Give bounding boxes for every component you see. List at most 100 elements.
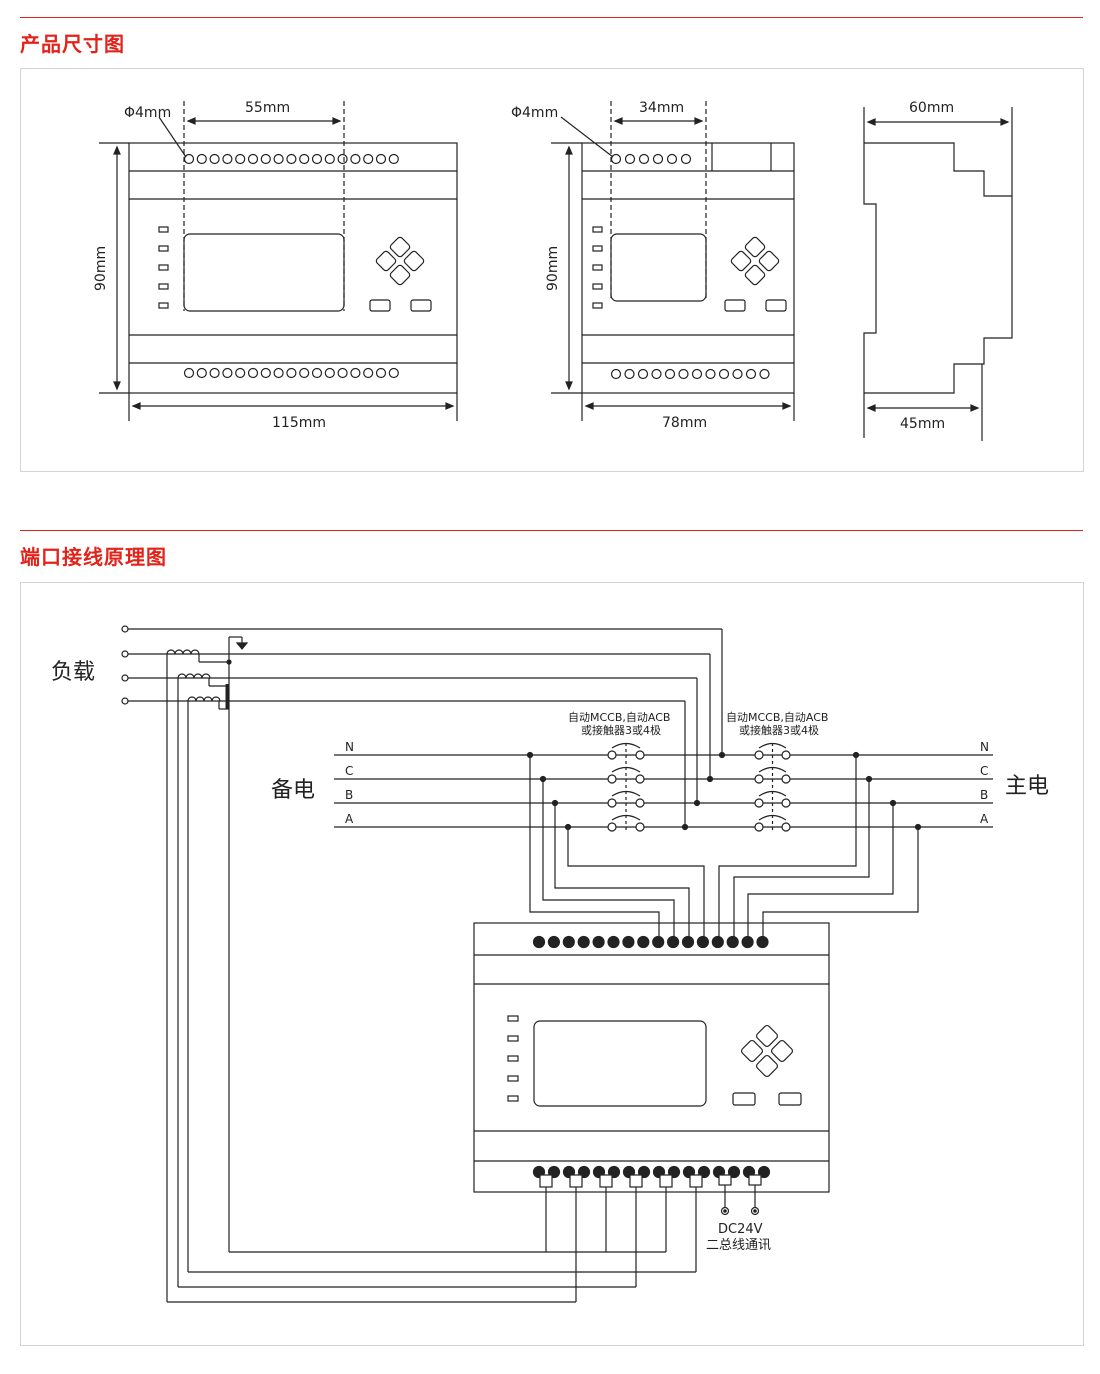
terminal-hole: [196, 367, 207, 379]
side-depth-label: 60mm: [909, 100, 954, 116]
controller-terminal: [532, 935, 546, 949]
phase-label-left: C: [345, 764, 353, 778]
sampling-wires: [526, 751, 922, 941]
narrow-pitch-label: 34mm: [639, 100, 684, 116]
narrow-height-label: 90mm: [545, 246, 561, 291]
terminal-hole: [624, 368, 635, 380]
bus-terminal-dot: [723, 1209, 727, 1213]
controller-unit: [473, 922, 830, 1302]
breaker-arc: [758, 814, 787, 821]
terminal-hole: [637, 368, 649, 380]
breaker-left-line1: 自动MCCB,自动ACB: [568, 711, 670, 724]
terminal-hole: [324, 367, 335, 379]
terminal-hole: [337, 367, 348, 379]
ct-terminal-block: [539, 1174, 553, 1188]
terminal-hole: [299, 367, 310, 379]
terminal-hole: [363, 367, 374, 379]
bus-terminal-point: [750, 1206, 760, 1216]
wide-hole-label: Φ4mm: [124, 105, 171, 121]
load-lines: [121, 625, 723, 1303]
keypad-button: [389, 264, 411, 286]
breaker-arc: [611, 814, 641, 821]
keypad-button: [744, 264, 766, 286]
breaker-arc: [611, 790, 641, 797]
terminal-hole: [337, 153, 348, 165]
breaker-contact: [635, 750, 645, 760]
breaker-contact: [635, 774, 645, 784]
keypad-button: [730, 250, 752, 272]
indicator-led: [158, 226, 169, 233]
indicator-led: [592, 245, 603, 252]
terminal-hole: [235, 367, 246, 379]
terminal-hole: [610, 368, 622, 380]
terminal-hole: [624, 153, 636, 165]
terminal-hole: [273, 367, 284, 379]
keypad-button: [770, 1039, 794, 1063]
terminal-hole: [209, 153, 220, 165]
dimensions-drawing: Φ4mm 55mm 90mm 115mm Φ4mm 34mm: [93, 100, 1013, 441]
indicator-led: [158, 283, 169, 290]
wiring-section-title: 端口接线原理图: [20, 545, 167, 569]
controller-terminal: [652, 935, 665, 949]
phase-label-right: N: [980, 740, 989, 754]
dimensions-panel: Φ4mm 55mm 90mm 115mm Φ4mm 34mm: [20, 68, 1084, 472]
controller-terminal: [666, 935, 680, 949]
terminal-hole: [705, 368, 716, 380]
breaker-contact: [607, 822, 617, 832]
terminal-hole: [691, 368, 703, 380]
ct-terminal-block: [629, 1174, 643, 1188]
ct-terminal-block: [689, 1174, 703, 1188]
phase-label-right: B: [980, 788, 988, 802]
breakers: [607, 742, 791, 832]
ct-terminal-block: [659, 1174, 673, 1188]
terminal-hole: [247, 367, 259, 379]
wide-pitch-label: 55mm: [245, 100, 290, 116]
terminal-hole: [260, 153, 271, 165]
bus-terminal-dot: [753, 1209, 757, 1213]
terminal-hole: [759, 368, 770, 380]
terminal-hole: [247, 153, 259, 165]
middle-rule: [20, 530, 1083, 531]
controller-terminal: [756, 935, 769, 949]
terminal-hole: [183, 367, 195, 379]
terminal-hole: [235, 153, 246, 165]
terminal-hole: [286, 367, 297, 379]
breaker-contact: [607, 798, 617, 808]
dimensions-section-title: 产品尺寸图: [20, 32, 125, 56]
breaker-contact: [754, 822, 764, 832]
breaker-arc: [611, 766, 641, 773]
narrow-unit-drawing: [551, 101, 795, 421]
indicator-led: [507, 1055, 519, 1062]
keypad-button: [740, 1039, 764, 1063]
bus-label: 二总线通讯: [706, 1238, 771, 1253]
breaker-contact: [781, 750, 791, 760]
keypad-button: [375, 250, 397, 272]
controller-terminal: [681, 935, 695, 949]
phase-label-right: C: [980, 764, 988, 778]
terminal-hole: [350, 367, 361, 379]
controller-terminal: [622, 935, 635, 949]
indicator-led: [158, 245, 169, 252]
terminal-hole: [324, 153, 335, 165]
terminal-hole: [638, 153, 650, 165]
wide-height-label: 90mm: [93, 246, 109, 291]
terminal-hole: [222, 153, 233, 165]
terminal-hole: [680, 153, 692, 165]
breaker-arc: [611, 742, 641, 749]
breaker-arc: [758, 766, 787, 773]
keypad-button: [755, 1024, 779, 1048]
terminal-hole: [209, 367, 220, 379]
breaker-contact: [754, 750, 764, 760]
indicator-led: [592, 226, 603, 233]
indicator-led: [507, 1015, 519, 1022]
breaker-contact: [781, 798, 791, 808]
top-rule: [20, 17, 1083, 18]
terminal-hole: [375, 153, 387, 165]
breaker-contact: [754, 798, 764, 808]
terminal-hole: [388, 367, 399, 379]
narrow-width-label: 78mm: [662, 415, 707, 431]
indicator-led: [507, 1075, 519, 1082]
terminal-hole: [651, 368, 662, 380]
